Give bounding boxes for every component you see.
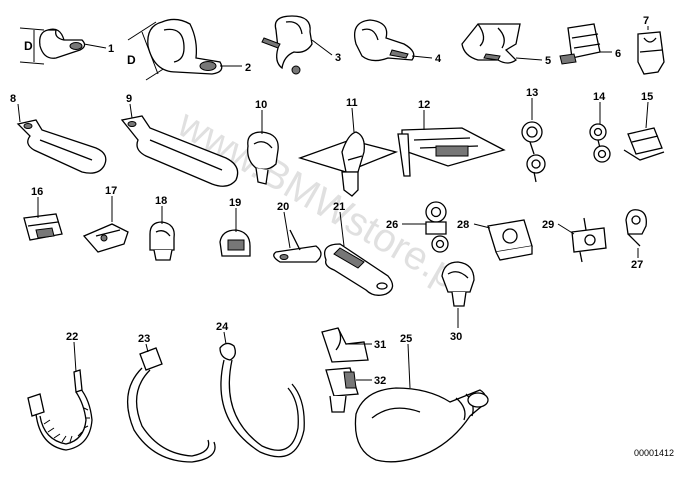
callout-13[interactable]: 13 xyxy=(526,87,538,99)
part-32-clip-drawing[interactable] xyxy=(325,367,359,413)
callout-16[interactable]: 16 xyxy=(31,186,43,198)
part-14-clip-drawing[interactable] xyxy=(589,123,611,163)
part-21-strap-drawing[interactable] xyxy=(323,243,394,296)
part-11-plate-clip-drawing[interactable] xyxy=(297,131,399,197)
callout-22[interactable]: 22 xyxy=(66,331,78,343)
part-19-clip-drawing[interactable] xyxy=(219,229,251,257)
part-6-clip-drawing[interactable] xyxy=(559,23,601,65)
callout-21[interactable]: 21 xyxy=(333,201,345,213)
callout-30[interactable]: 30 xyxy=(450,331,462,343)
callout-9[interactable]: 9 xyxy=(126,93,132,105)
part-9-strap-drawing[interactable] xyxy=(120,115,239,187)
part-13-clip-drawing[interactable] xyxy=(521,121,546,183)
diagram-code: 00001412 xyxy=(634,448,674,458)
callout-10[interactable]: 10 xyxy=(255,99,267,111)
part-23-strap-band-drawing[interactable] xyxy=(127,347,216,463)
callout-6[interactable]: 6 xyxy=(615,48,621,60)
part-28-clip-drawing[interactable] xyxy=(487,219,533,261)
callout-25[interactable]: 25 xyxy=(400,333,412,345)
part-26-clip-drawing[interactable] xyxy=(425,201,449,253)
callout-24[interactable]: 24 xyxy=(216,321,229,333)
part-29-clip-drawing[interactable] xyxy=(571,217,607,263)
callout-28[interactable]: 28 xyxy=(457,219,469,231)
part-7-clip-drawing[interactable] xyxy=(637,31,665,75)
callout-1[interactable]: 1 xyxy=(108,43,114,55)
dimension-label-1: D xyxy=(24,39,33,53)
part-31-clip-drawing[interactable] xyxy=(321,327,369,363)
part-16-clip-drawing[interactable] xyxy=(23,213,63,241)
callout-11[interactable]: 11 xyxy=(346,97,358,109)
part-22-cable-tie-drawing[interactable] xyxy=(27,369,93,451)
callout-23[interactable]: 23 xyxy=(138,333,150,345)
dimension-label-2: D xyxy=(127,53,136,67)
leader-lines xyxy=(17,26,649,389)
part-1-clamp-drawing[interactable] xyxy=(19,27,86,65)
part-24-strap-band-drawing[interactable] xyxy=(219,342,305,458)
callout-2[interactable]: 2 xyxy=(245,62,251,74)
callout-14[interactable]: 14 xyxy=(593,91,606,103)
part-10-clip-drawing[interactable] xyxy=(247,131,279,185)
callout-31[interactable]: 31 xyxy=(374,339,386,351)
part-15-clip-drawing[interactable] xyxy=(623,127,665,161)
part-20-clip-drawing[interactable] xyxy=(273,229,322,263)
part-12-block-clip-drawing[interactable] xyxy=(397,127,506,177)
part-2-clamp-drawing[interactable] xyxy=(127,18,223,81)
part-18-clip-drawing[interactable] xyxy=(149,221,175,261)
part-17-clip-drawing[interactable] xyxy=(82,223,129,253)
callout-29[interactable]: 29 xyxy=(542,219,554,231)
callout-20[interactable]: 20 xyxy=(277,201,289,213)
callout-18[interactable]: 18 xyxy=(155,195,167,207)
part-27-clip-drawing[interactable] xyxy=(625,209,647,247)
callout-5[interactable]: 5 xyxy=(545,55,551,67)
callout-27[interactable]: 27 xyxy=(631,259,643,271)
part-5-clip-drawing[interactable] xyxy=(461,23,521,64)
callout-4[interactable]: 4 xyxy=(435,53,442,65)
callout-3[interactable]: 3 xyxy=(335,52,341,64)
part-8-strap-drawing[interactable] xyxy=(16,119,107,174)
part-30-clip-drawing[interactable] xyxy=(441,261,475,307)
callout-17[interactable]: 17 xyxy=(105,185,117,197)
callout-26[interactable]: 26 xyxy=(386,219,398,231)
part-25-rubber-boot-drawing[interactable] xyxy=(354,387,489,463)
part-3-clip-drawing[interactable] xyxy=(261,15,313,75)
callout-32[interactable]: 32 xyxy=(374,375,386,387)
callout-12[interactable]: 12 xyxy=(418,99,430,111)
callout-7[interactable]: 7 xyxy=(643,15,649,27)
part-4-clip-drawing[interactable] xyxy=(353,19,415,62)
callout-19[interactable]: 19 xyxy=(229,197,241,209)
callout-15[interactable]: 15 xyxy=(641,91,653,103)
callout-8[interactable]: 8 xyxy=(10,93,16,105)
